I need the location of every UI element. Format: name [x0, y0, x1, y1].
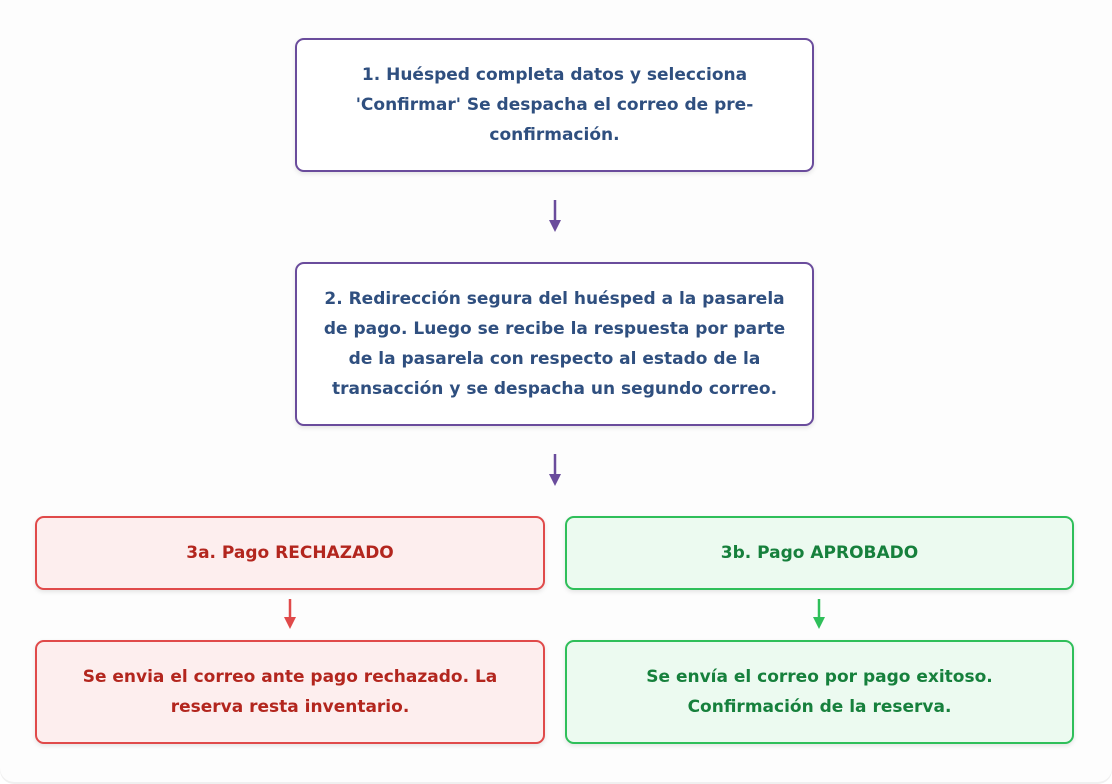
- approved-result-text: Se envía el correo por pago exitoso. Con…: [646, 667, 993, 717]
- step-1-text: 1. Huésped completa datos y selecciona '…: [355, 65, 754, 145]
- step-2-box: 2. Redirección segura del huésped a la p…: [295, 262, 814, 426]
- rejected-result-box: Se envia el correo ante pago rechazado. …: [35, 640, 545, 744]
- approved-payment-box: 3b. Pago APROBADO: [565, 516, 1074, 590]
- arrow-approved-down: [813, 599, 825, 629]
- rejected-result-text: Se envia el correo ante pago rechazado. …: [82, 667, 498, 717]
- approved-result-box: Se envía el correo por pago exitoso. Con…: [565, 640, 1074, 744]
- rejected-payment-box: 3a. Pago RECHAZADO: [35, 516, 545, 590]
- arrow-rejected-down: [284, 599, 296, 629]
- arrow-step2-to-branches: [549, 454, 561, 486]
- step-2-text: 2. Redirección segura del huésped a la p…: [323, 289, 786, 399]
- rejected-payment-title: 3a. Pago RECHAZADO: [186, 543, 394, 563]
- step-1-box: 1. Huésped completa datos y selecciona '…: [295, 38, 814, 172]
- approved-payment-title: 3b. Pago APROBADO: [720, 543, 919, 563]
- arrow-step1-to-step2: [549, 200, 561, 232]
